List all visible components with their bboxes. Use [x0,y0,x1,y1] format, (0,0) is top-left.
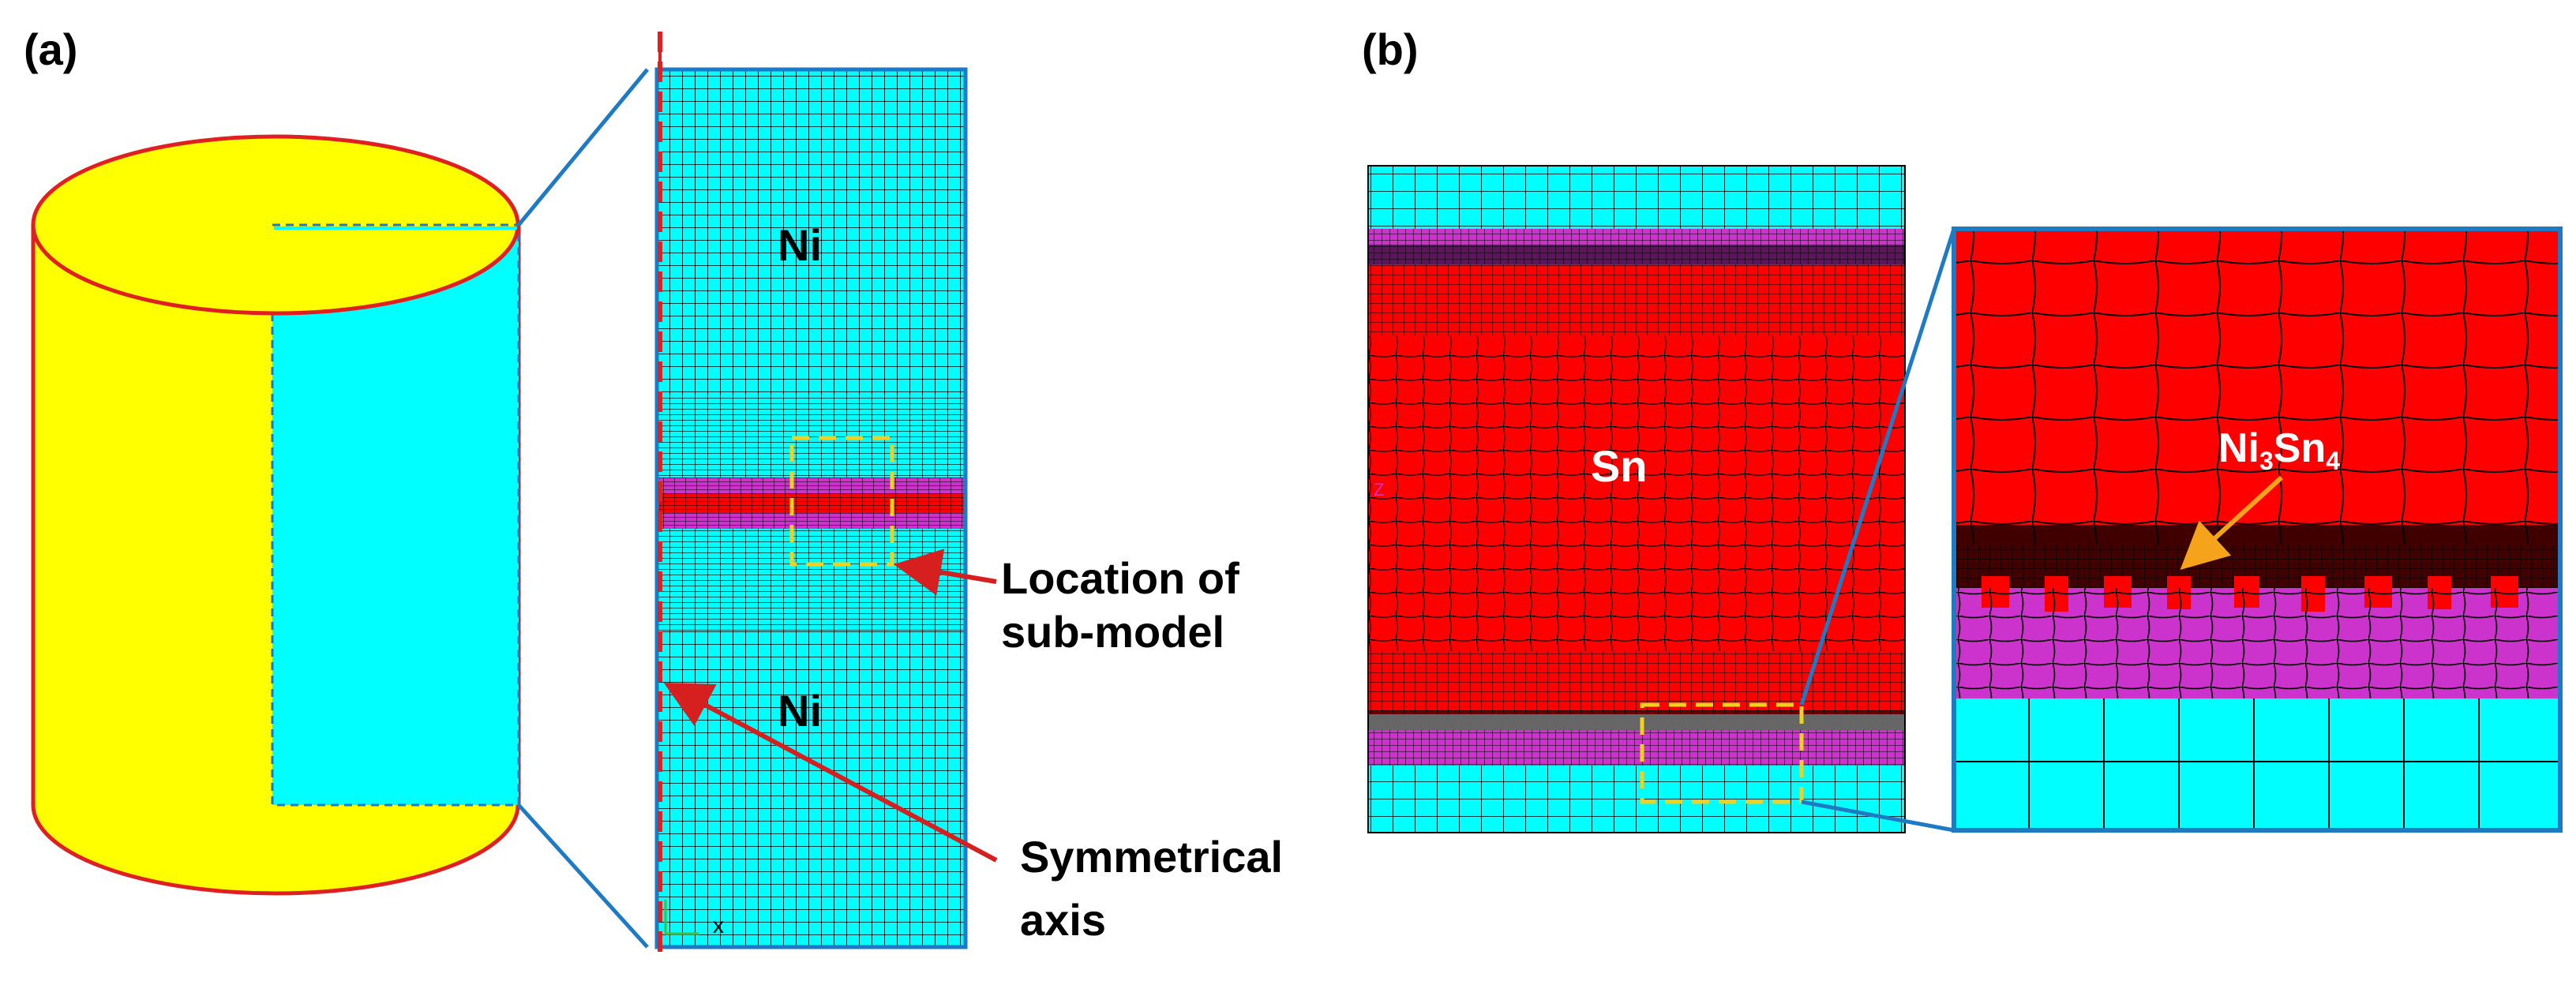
symmetry-annotation-line2: axis [1020,895,1106,945]
connector-bottom [517,803,649,949]
symmetry-annotation-line1: Symmetrical [1020,832,1283,882]
zoom-connector-bottom [1801,799,1955,833]
ni-label-top: Ni [778,220,822,270]
zoom-frame [1952,227,2563,833]
ni-label-bottom: Ni [778,686,822,736]
submodel-annotation-line1: Location of [1001,553,1239,603]
symmetry-axis-arrow [663,683,998,863]
imc-label-sn-sub: 4 [2326,447,2340,475]
submodel-arrow [894,549,997,596]
imc-arrow [2180,475,2284,571]
submodel-mesh [1367,165,1906,833]
connector-top [517,68,649,227]
side-marker: Z [1374,480,1384,500]
axis-marker-x: x [713,913,724,938]
zoom-location-box [1640,702,1804,804]
axisymmetric-mesh [654,67,968,949]
imc-label-ni-sub: 3 [2259,447,2274,475]
zoomed-interface-view [1952,227,2563,833]
cross-section-plane [271,223,520,807]
imc-label-ni: Ni [2218,425,2259,471]
submodel-location-box [789,436,894,567]
zoom-ni-region [1954,698,2560,830]
imc-label: Ni3Sn4 [2218,425,2340,475]
panel-b-label: (b) [1362,24,1419,74]
sn-label: Sn [1591,441,1648,491]
mesh-frame [654,67,968,949]
zoom-connector-top [1799,228,1956,706]
submodel-annotation-line2: sub-model [1001,607,1224,657]
panel-a-label: (a) [24,24,77,74]
imc-label-sn: Sn [2274,425,2326,471]
cylinder [31,134,521,896]
